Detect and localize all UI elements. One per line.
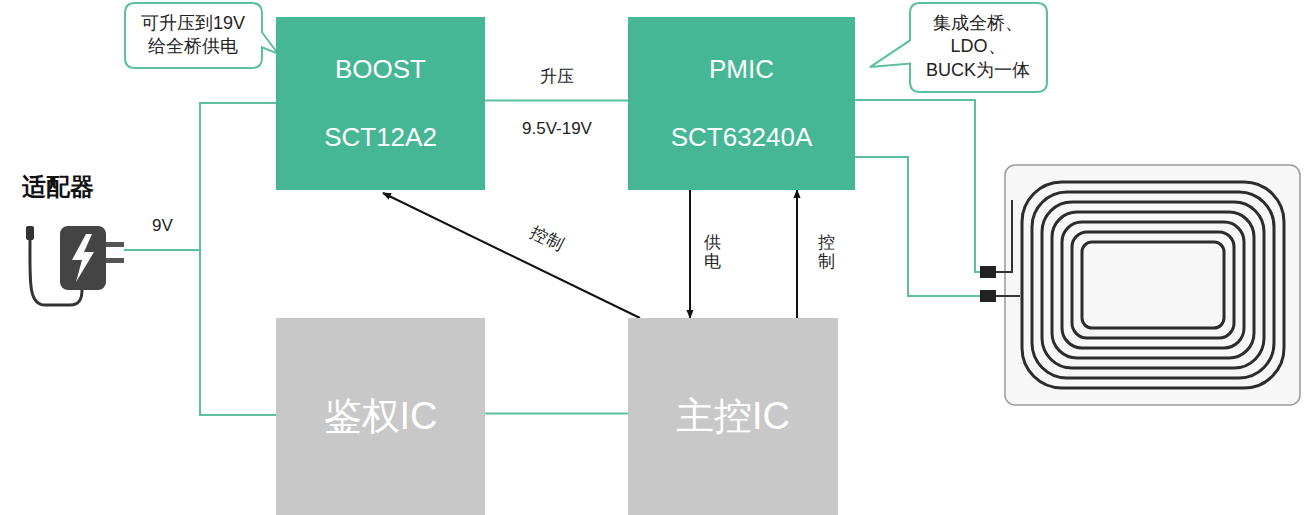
node-text: SCT63240A [671,122,813,153]
coil-windings [1022,182,1284,388]
node-text: 可升压到19V 给全桥供电 [141,12,245,59]
coil-winding [1042,202,1264,368]
adapter-icon [26,226,124,305]
supply-wire [200,103,276,415]
node-text: PMIC [709,54,774,85]
bubble-outline [125,3,262,68]
terminal [980,266,996,278]
coil-winding [1022,182,1284,388]
node-text: 鉴权IC [324,391,438,442]
callout-bubble: 可升压到19V 给全桥供电 [125,3,262,68]
node-text: 主控IC [676,391,790,442]
chip-box: 主控IC [628,318,838,515]
device-name: 适配器 [20,170,96,204]
coil-winding [1052,212,1254,358]
coil-winding [1072,232,1234,338]
chip-box: 鉴权IC [276,318,485,515]
chip-box: PMIC SCT63240A [628,17,855,190]
supply-wire [124,249,200,251]
connector [383,193,640,318]
connector [485,100,628,102]
chip-box: BOOST SCT12A2 [276,17,485,190]
connector [485,413,628,415]
coil-lead [996,200,1012,272]
coil-board [1005,165,1300,405]
callout-bubble: 集成全桥、LDO、 BUCK为一体 [910,3,1047,92]
node-text: BOOST [335,54,426,85]
node-text: SCT12A2 [324,122,437,153]
voltage-label: 9V [150,215,175,237]
connector [689,190,691,318]
connector [796,190,798,318]
edge-label: 供电 [702,233,723,272]
bubble-outline [125,3,278,68]
coil-wire [855,100,982,272]
node-text: 集成全桥、LDO、 BUCK为一体 [926,12,1030,82]
coil-wire [855,157,982,296]
coil-winding [1082,242,1224,328]
bubble-outline [870,3,1047,92]
terminal [980,290,996,302]
coil-lead [996,295,1020,297]
voltage-range: 9.5V-19V [520,118,594,140]
edge-label: 升压 [538,64,576,89]
coil-winding [1032,192,1274,378]
edge-label: 控制 [524,218,569,258]
edge-label: 控制 [816,233,837,272]
coil-winding [1062,222,1244,348]
